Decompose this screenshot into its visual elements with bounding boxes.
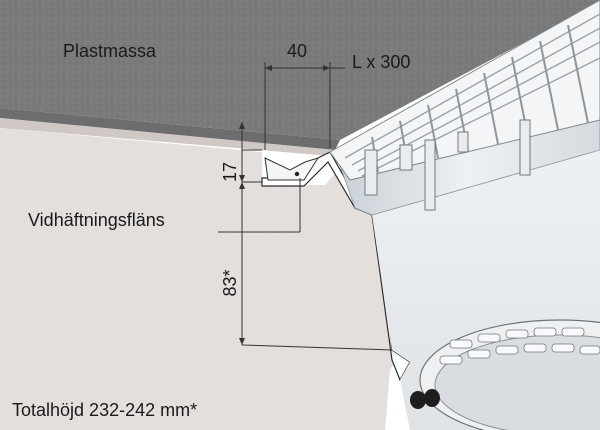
dimension-lines bbox=[218, 62, 393, 351]
seal-ring bbox=[410, 389, 440, 409]
total-height-label: Totalhöjd 232-242 mm* bbox=[12, 400, 197, 420]
channel-size-label: L x 300 bbox=[352, 52, 410, 72]
material-label: Plastmassa bbox=[63, 41, 157, 61]
flange-name-label: Vidhäftningsfläns bbox=[28, 210, 165, 230]
surface-edge bbox=[0, 108, 340, 150]
depth-label: 83* bbox=[220, 269, 240, 296]
flange-thickness-label: 17 bbox=[220, 162, 240, 182]
flange-width-label: 40 bbox=[287, 41, 307, 61]
top-surface bbox=[0, 0, 600, 140]
adhesion-flange bbox=[264, 157, 320, 181]
